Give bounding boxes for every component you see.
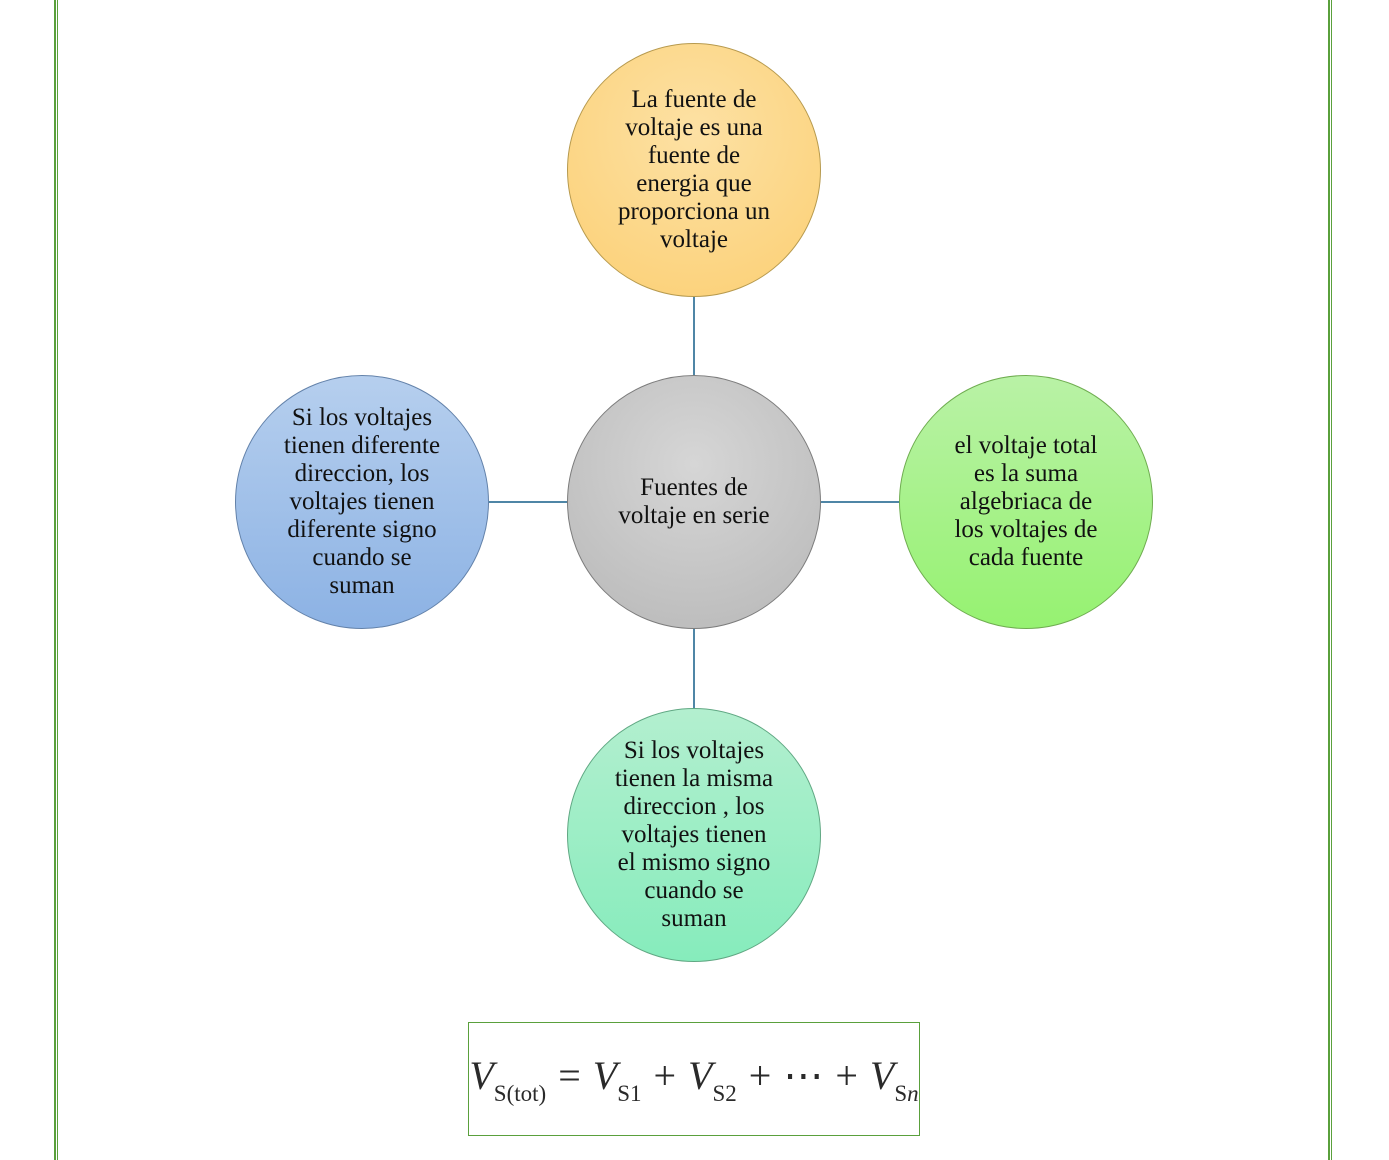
formula-v2: V bbox=[688, 1052, 713, 1098]
formula-sub-n-prefix: S bbox=[894, 1080, 908, 1106]
node-right-text: el voltaje total es la suma algebriaca d… bbox=[954, 432, 1098, 571]
node-bottom: Si los voltajes tienen la misma direccio… bbox=[567, 708, 821, 962]
formula-sub-n-var: n bbox=[907, 1080, 919, 1106]
formula-plus-1: + bbox=[653, 1052, 677, 1098]
formula-sub-total: S(tot) bbox=[493, 1080, 547, 1106]
node-top: La fuente de voltaje es una fuente de en… bbox=[567, 43, 821, 297]
connector-left bbox=[489, 501, 567, 503]
formula-v1: V bbox=[592, 1052, 618, 1098]
page-border-right bbox=[1328, 0, 1332, 1160]
node-left-text: Si los voltajes tienen diferente direcci… bbox=[283, 404, 441, 599]
node-top-text: La fuente de voltaje es una fuente de en… bbox=[617, 86, 771, 253]
connector-bottom bbox=[693, 629, 695, 708]
formula-dots: ⋯ bbox=[783, 1052, 824, 1098]
formula-plus-2: + bbox=[748, 1052, 772, 1098]
formula-v-total: V bbox=[469, 1052, 494, 1098]
formula-box: VS(tot)=VS1+VS2+⋯+VSn bbox=[468, 1022, 920, 1136]
node-center: Fuentes de voltaje en serie bbox=[567, 375, 821, 629]
node-left: Si los voltajes tienen diferente direcci… bbox=[235, 375, 489, 629]
formula-sub-1: S1 bbox=[617, 1080, 642, 1106]
node-right: el voltaje total es la suma algebriaca d… bbox=[899, 375, 1153, 629]
formula-sub-2: S2 bbox=[712, 1080, 737, 1106]
formula-equals: = bbox=[558, 1052, 581, 1098]
formula: VS(tot)=VS1+VS2+⋯+VSn bbox=[469, 1052, 918, 1107]
node-center-text: Fuentes de voltaje en serie bbox=[618, 474, 770, 529]
connector-right bbox=[821, 501, 899, 503]
formula-plus-3: + bbox=[835, 1052, 858, 1098]
connector-top bbox=[693, 297, 695, 375]
formula-vn: V bbox=[869, 1052, 895, 1098]
node-bottom-text: Si los voltajes tienen la misma direccio… bbox=[614, 737, 774, 932]
page-border-left bbox=[54, 0, 58, 1160]
